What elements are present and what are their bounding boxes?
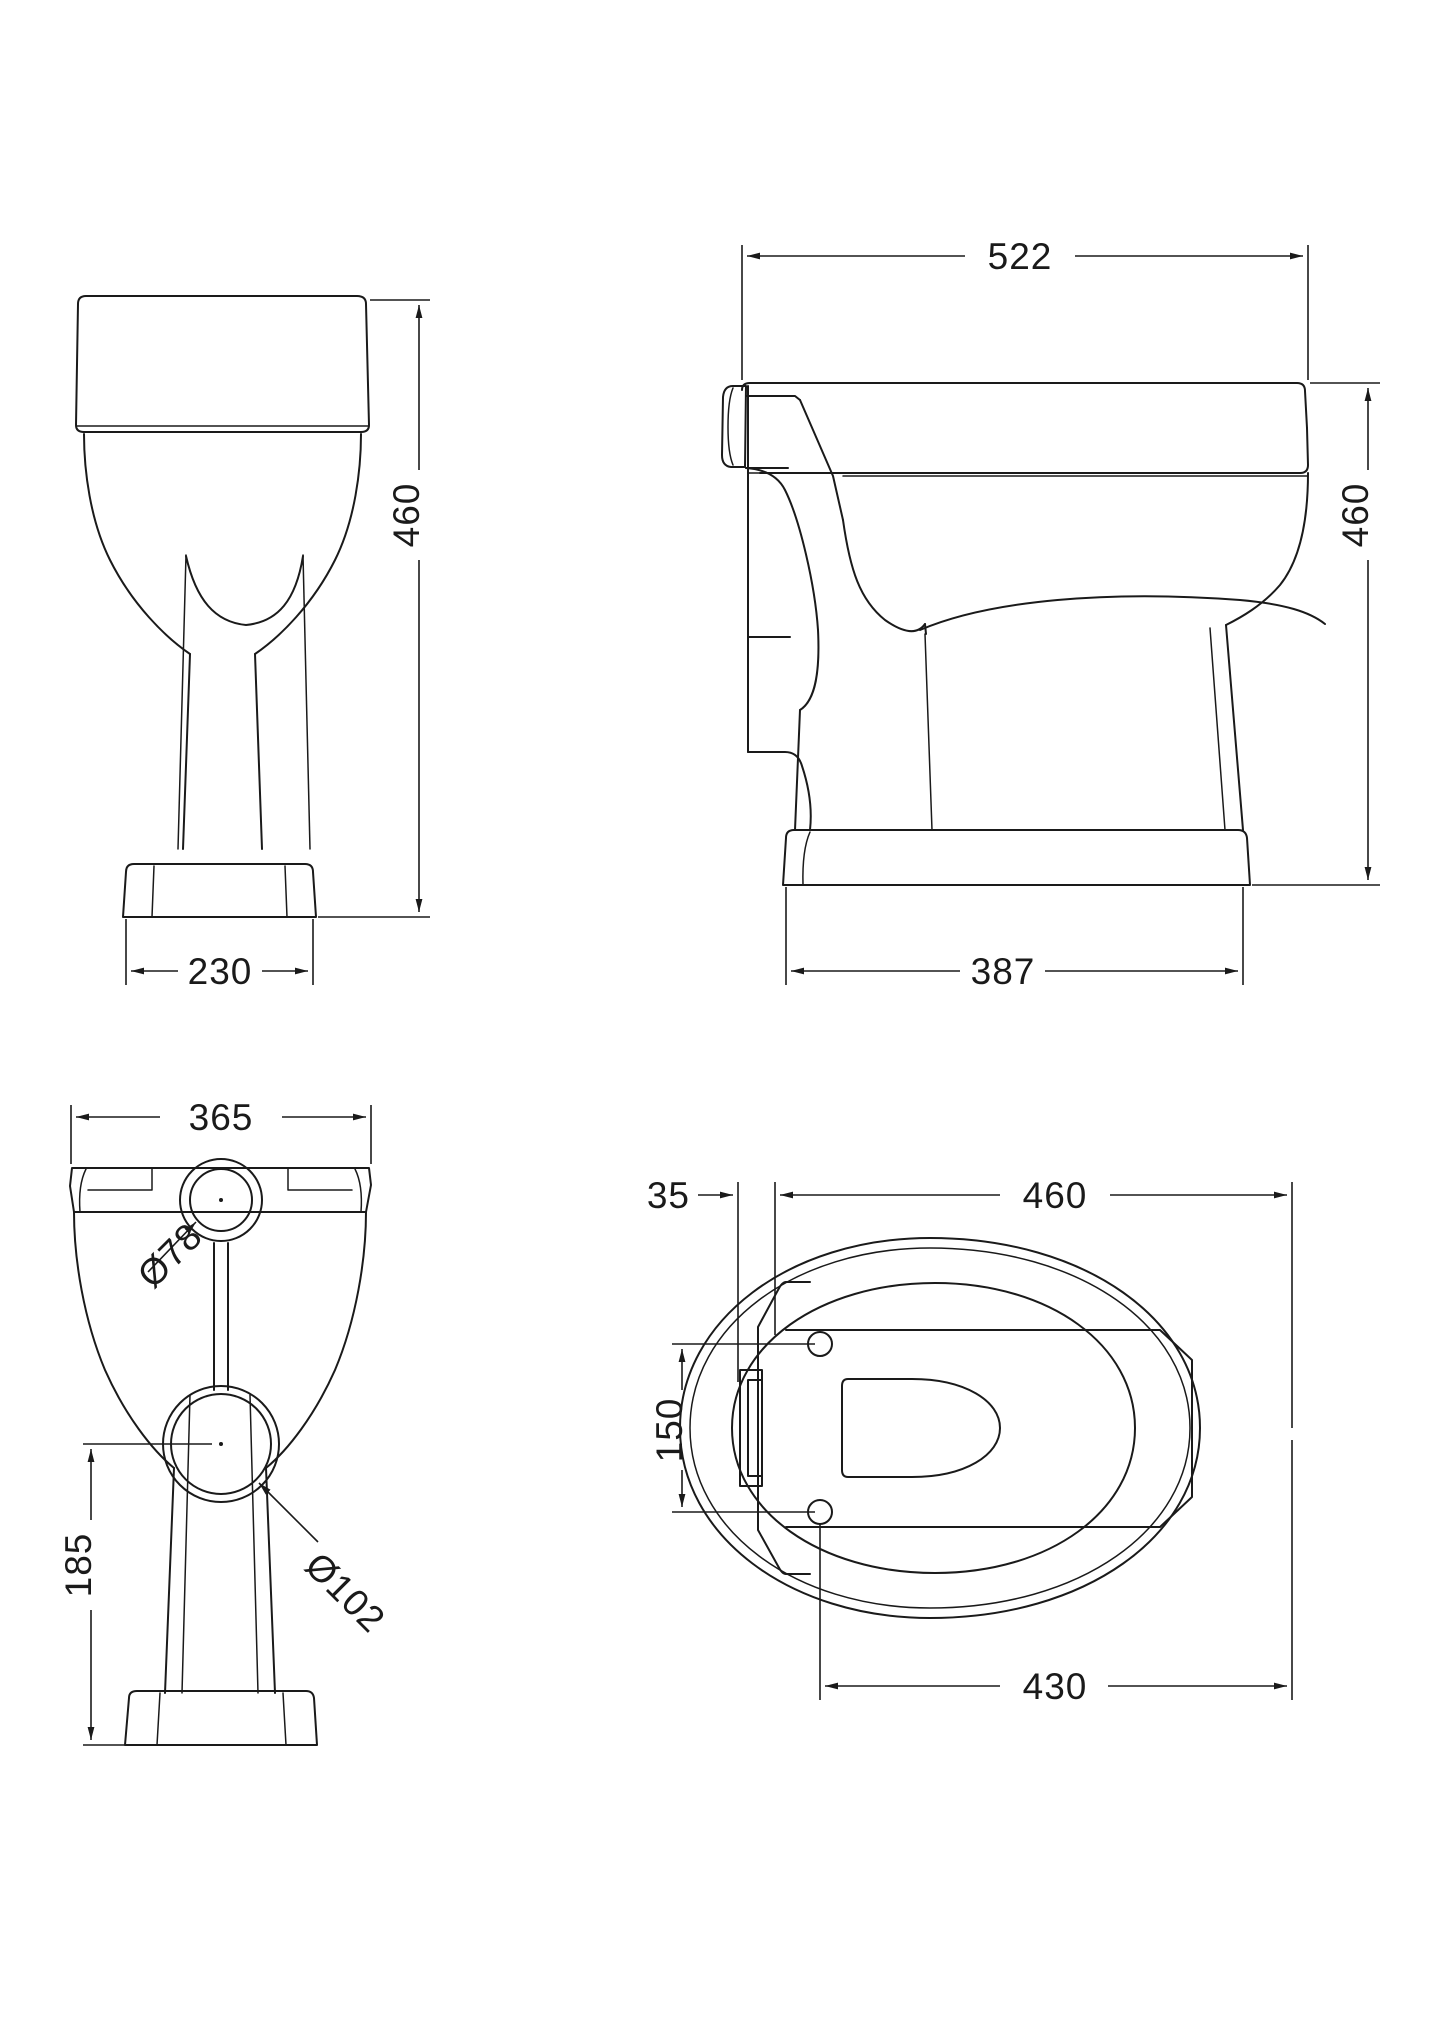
plan-base-plinth <box>124 1690 318 1746</box>
side-base-plinth <box>782 829 1251 886</box>
side-pedestal-right-outer <box>1225 624 1244 831</box>
side-spigot-slope <box>799 399 844 521</box>
front-base-step-right <box>284 865 288 918</box>
view-side-elevation: 522 460 387 <box>721 236 1380 992</box>
front-base-step-left <box>151 865 155 918</box>
seat-aperture <box>841 1378 1001 1478</box>
dim-label-seat-width: 430 <box>1023 1666 1088 1707</box>
dim-label-seat-hinge-offset: 35 <box>647 1175 690 1216</box>
plan-rear-slab-left-edge <box>78 1168 87 1213</box>
plan-inlet-outer-circle <box>179 1158 263 1242</box>
side-waist-tip <box>924 623 927 635</box>
side-pedestal-left-outer <box>794 709 801 831</box>
side-base-step-left <box>802 831 811 886</box>
front-bowl-left <box>83 433 191 655</box>
plan-pedestal-left-outer <box>164 1467 175 1694</box>
plan-inlet-centre-mark <box>219 1198 223 1202</box>
front-rim-block <box>75 295 370 433</box>
seat-rear-bracket <box>757 1281 787 1575</box>
side-inlet-flange-inner <box>727 387 734 466</box>
side-pedestal-left-inner <box>924 633 933 831</box>
plan-rear-step-right <box>287 1167 353 1191</box>
plan-body-left <box>73 1211 175 1469</box>
dim-label-hinge-centres: 150 <box>649 1398 690 1463</box>
plan-leader-outlet <box>258 1482 319 1543</box>
side-inlet-flange <box>721 385 747 468</box>
plan-pedestal-right-outer <box>265 1467 276 1694</box>
side-spigot-top <box>745 395 801 401</box>
dim-label-side-projection: 522 <box>988 236 1053 277</box>
plan-outlet-centre-mark <box>219 1442 223 1446</box>
dim-label-plan-width: 365 <box>189 1097 254 1138</box>
plan-inlet-inner-circle <box>189 1168 253 1232</box>
view-seat-plan: 35 460 150 430 <box>647 1175 1293 1707</box>
dim-label-front-height: 460 <box>386 483 427 548</box>
side-rim-top <box>741 382 1308 429</box>
plan-pedestal-left-inner <box>181 1394 191 1694</box>
dim-label-side-base-depth: 387 <box>971 951 1036 992</box>
side-waist-inner <box>842 519 926 632</box>
front-base-plinth <box>122 863 317 918</box>
dim-label-inlet-dia: Ø78 <box>130 1215 211 1296</box>
side-back-wall <box>745 467 820 711</box>
seat-hinge-lug-outer <box>739 1369 763 1487</box>
front-bowl-right <box>254 433 362 655</box>
seat-lid-outer-thickness <box>689 1247 1191 1609</box>
side-rear-step <box>747 751 812 831</box>
seat-hinge-lug-inner <box>747 1379 763 1477</box>
plan-body-right <box>265 1211 367 1469</box>
front-bowl-underarc <box>185 555 304 626</box>
seat-hinge-plate <box>785 1329 1193 1528</box>
plan-rear-step-left <box>87 1167 153 1191</box>
front-pedestal-inner-left <box>177 554 187 850</box>
dim-label-side-height: 460 <box>1335 483 1376 548</box>
front-pedestal-outer-right <box>254 653 263 850</box>
side-front-outer <box>1225 472 1309 626</box>
dim-label-front-base-width: 230 <box>188 951 253 992</box>
side-pedestal-right-inner <box>1209 627 1226 831</box>
plan-pedestal-right-inner <box>249 1394 259 1694</box>
plan-rear-slab-right-edge <box>354 1168 363 1213</box>
seat-ring-outer <box>731 1282 1136 1574</box>
side-rim-right <box>759 427 1309 474</box>
seat-lid-outer <box>679 1237 1201 1619</box>
dim-label-outlet-height: 185 <box>58 1533 99 1598</box>
dim-label-seat-length: 460 <box>1023 1175 1088 1216</box>
dim-label-outlet-dia: Ø102 <box>297 1545 393 1641</box>
plan-base-step-right <box>282 1692 287 1746</box>
view-plan-underside: 365 Ø78 Ø102 185 <box>58 1097 393 1746</box>
front-pedestal-inner-right <box>302 554 311 850</box>
plan-leader-inlet <box>147 1221 197 1273</box>
plan-base-step-left <box>156 1692 161 1746</box>
side-bowl-underside <box>919 595 1326 631</box>
front-pedestal-outer-left <box>182 653 191 850</box>
view-front-elevation: 460 230 <box>75 295 430 992</box>
